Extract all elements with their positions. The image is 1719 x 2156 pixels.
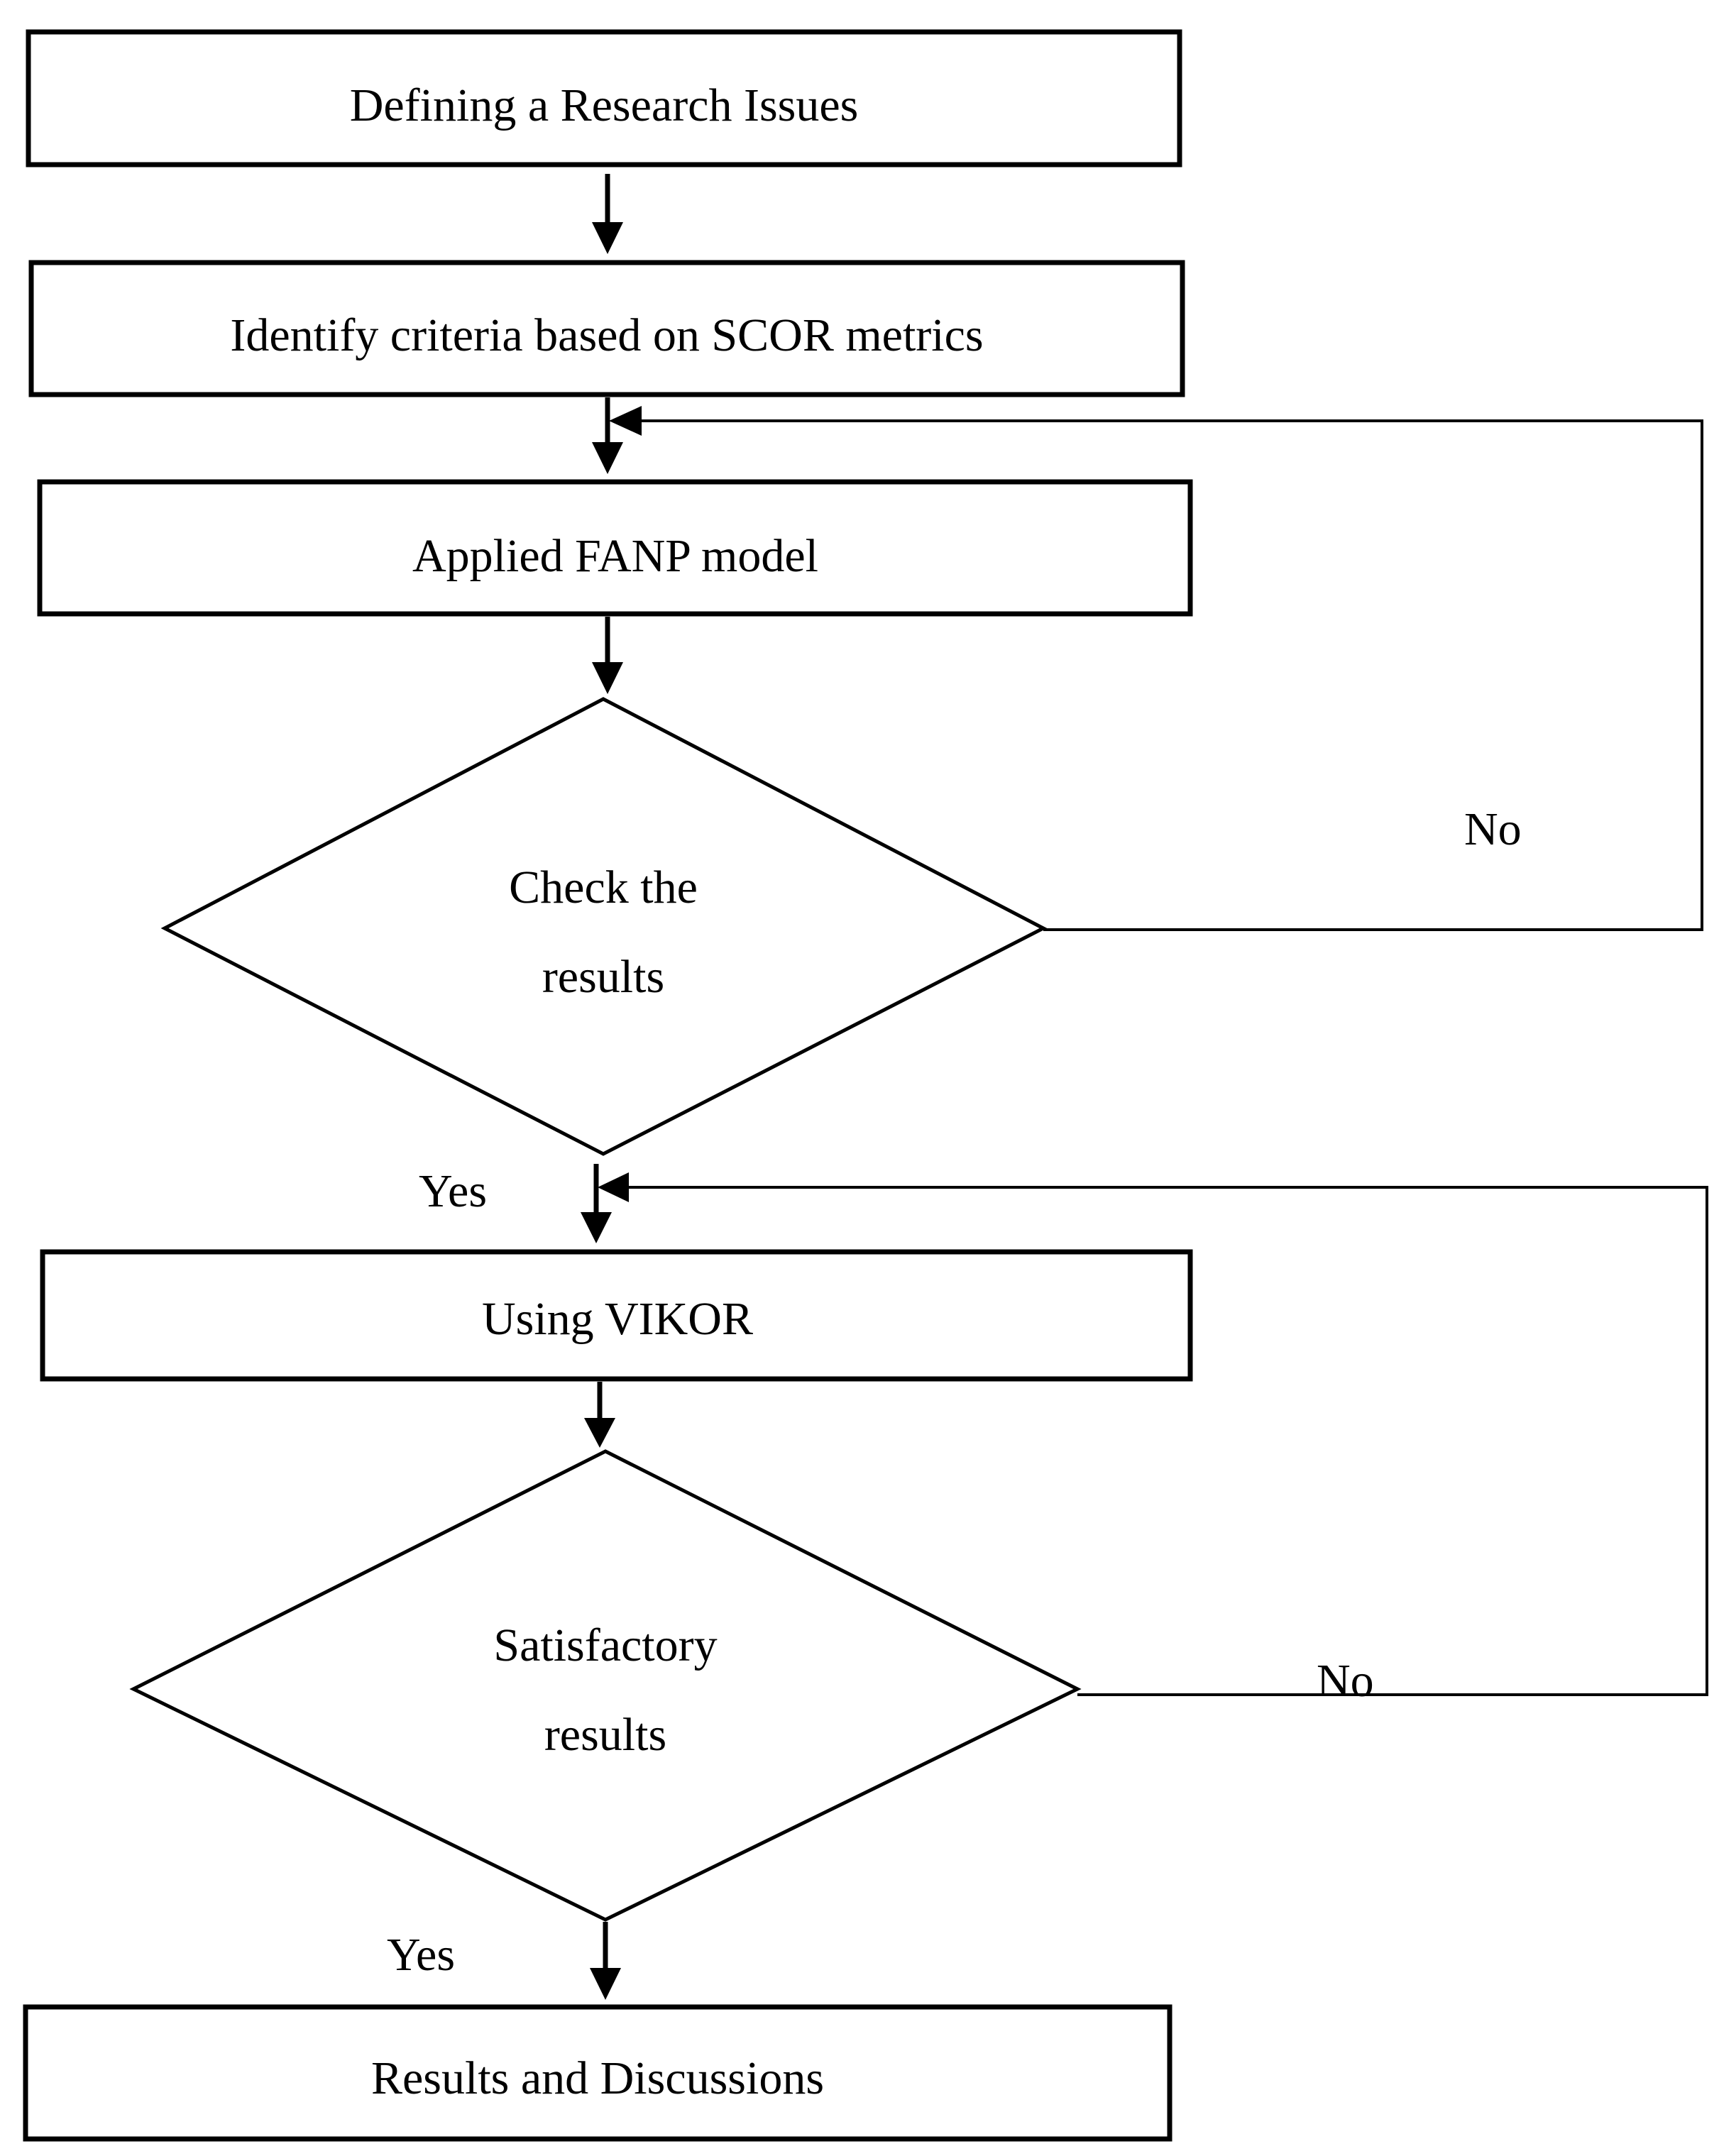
applied-fanp-label: Applied FANP model [412,530,818,582]
define-issues-box [26,29,1182,167]
results-discussions-box [23,2004,1172,2142]
arrowhead-check-to-vikor [581,1212,612,1243]
applied-fanp-box [37,479,1193,617]
identify-criteria-box [28,260,1185,397]
using-vikor-label: Using VIKOR [482,1293,753,1345]
arrowhead-no-loop-satisfactory [598,1172,629,1202]
arrowhead-define-to-criteria [592,222,623,254]
check-results-label-line2: results [542,951,664,1003]
arrowhead-fanp-to-check [592,662,623,694]
arrowhead-no-loop-check [609,406,642,436]
satisfactory-label-line2: results [544,1709,666,1761]
no-loop-check-to-fanp [639,419,1703,931]
satisfactory-label-line1: Satisfactory [493,1619,717,1671]
check-yes-label: Yes [419,1165,487,1217]
arrowhead-satisfactory-to-results [590,1968,621,2000]
results-discussions-label: Results and Discussions [371,2052,824,2104]
satisfactory-yes-label: Yes [387,1929,455,1981]
arrowhead-criteria-to-fanp [592,442,623,474]
no-loop-satisfactory-to-vikor [626,1186,1708,1696]
satisfactory-no-label: No [1317,1655,1374,1707]
identify-criteria-label: Identify criteria based on SCOR metrics [230,309,983,361]
check-no-label: No [1464,803,1522,855]
arrowhead-vikor-to-satisfactory [584,1418,615,1448]
check-results-label-line1: Check the [509,862,698,913]
using-vikor-box [40,1249,1193,1382]
satisfactory-diamond [129,1449,1082,1922]
define-issues-label: Defining a Research Issues [350,79,859,131]
check-results-diamond [160,697,1048,1156]
